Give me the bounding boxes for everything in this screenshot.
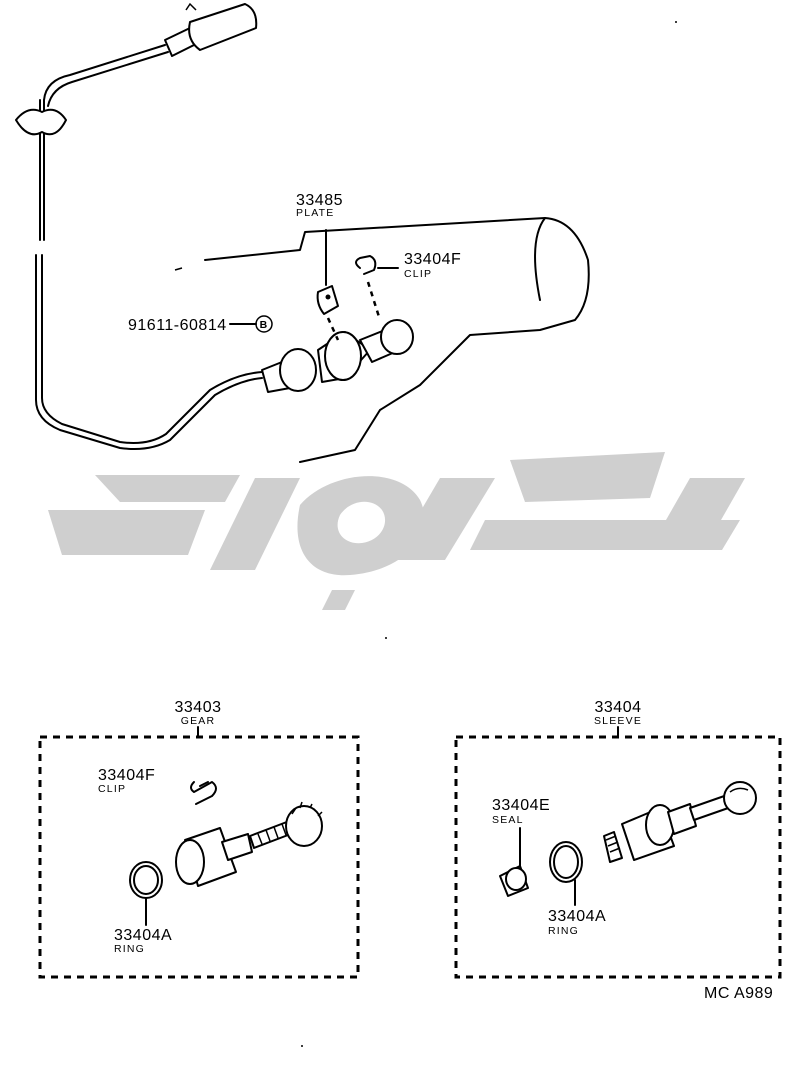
transmission-housing-outline: [174, 217, 590, 463]
gear-kit-gear: [175, 801, 323, 887]
bolt-number-label: 91611-60814: [128, 317, 227, 334]
bolt-symbol-group: B: [229, 315, 273, 333]
sleeve-kit-seal: [499, 827, 529, 897]
sleeve-number-label: 33404: [595, 699, 642, 716]
gear-kit-ring: [129, 861, 163, 926]
sleeve-ring-name-label: RING: [548, 925, 579, 937]
sleeve-kit-box: [454, 726, 782, 979]
gear-kit-box: [38, 726, 360, 979]
speedometer-cable: [15, 2, 263, 450]
driven-gear-assembly: [261, 319, 414, 393]
sleeve-name-label: SLEEVE: [594, 715, 642, 727]
gear-clip-number-label: 33404F: [98, 767, 155, 784]
gear-number-label: 33403: [175, 699, 222, 716]
sleeve-kit-sleeve: [603, 781, 757, 863]
diagram-code-label: MC A989: [704, 985, 773, 1002]
watermark-logo: [48, 452, 745, 610]
plate-name-label: PLATE: [296, 207, 334, 219]
sleeve-kit-ring: [549, 841, 583, 906]
seal-number-label: 33404E: [492, 797, 550, 814]
gear-clip-name-label: CLIP: [98, 783, 126, 795]
bolt-circle-symbol: [255, 315, 273, 333]
gear-ring-name-label: RING: [114, 943, 145, 955]
gear-ring-number-label: 33404A: [114, 927, 172, 944]
gear-name-label: GEAR: [181, 715, 216, 727]
bolt-symbol-letter: B: [260, 319, 269, 331]
plate-number-label: 33485: [296, 192, 343, 209]
clip-top-name-label: CLIP: [404, 268, 432, 280]
sleeve-ring-number-label: 33404A: [548, 908, 606, 925]
clip-part-top: [355, 255, 399, 321]
clip-top-number-label: 33404F: [404, 251, 461, 268]
gear-kit-clip: [190, 781, 217, 805]
plate-part: [316, 229, 340, 341]
seal-name-label: SEAL: [492, 814, 524, 826]
